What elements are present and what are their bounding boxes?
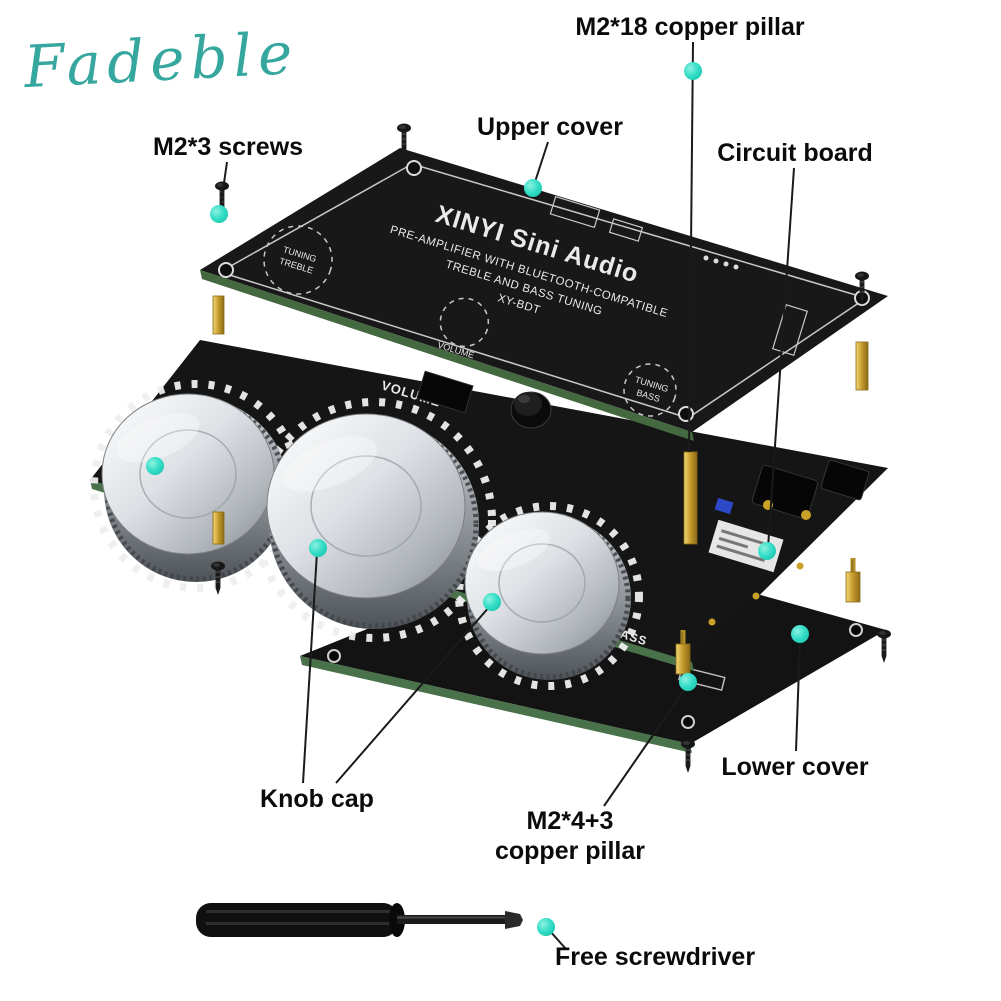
callout-copper-pillar-bottom-line1: M2*4+3 — [526, 807, 614, 835]
callout-dot — [758, 542, 776, 560]
callout-dot — [309, 539, 327, 557]
callout-knob-cap: Knob cap — [260, 785, 374, 813]
callout-circuit-board: Circuit board — [717, 139, 873, 167]
knob-bass — [464, 511, 631, 680]
screwdriver-art — [196, 903, 523, 937]
audio-jack-component — [416, 370, 474, 414]
screw-icon — [877, 629, 891, 663]
callout-copper-pillar-bottom-line2: copper pillar — [494, 837, 646, 865]
copper-pillar-icon — [855, 341, 869, 391]
copper-pillar-icon — [212, 511, 225, 545]
copper-pillar-m2-18-icon — [683, 451, 698, 545]
callout-lower-cover: Lower cover — [721, 753, 869, 781]
callout-upper-cover: Upper cover — [477, 113, 623, 141]
callout-dot — [524, 179, 542, 197]
callout-dot — [679, 673, 697, 691]
copper-pillar-m2-4-3-icon — [845, 557, 861, 603]
callout-dot — [684, 62, 702, 80]
copper-pillar-icon — [212, 295, 225, 335]
callout-dot — [483, 593, 501, 611]
copper-pillars — [212, 295, 869, 675]
screw-icon — [681, 739, 695, 773]
brand-logo: Fadeble — [22, 18, 300, 102]
callout-copper-pillar-top: M2*18 copper pillar — [575, 13, 805, 41]
callout-dots — [146, 62, 809, 936]
callout-dot — [537, 918, 555, 936]
upper-cover-art: XINYI Sini Audio PRE-AMPLIFIER WITH BLUE… — [200, 148, 888, 441]
callout-screws: M2*3 screws — [152, 133, 304, 161]
knob-treble — [101, 393, 288, 582]
capacitor-component — [510, 391, 552, 429]
callout-dot — [210, 205, 228, 223]
callout-copper-pillar-bottom: M2*4+3 copper pillar — [495, 806, 645, 866]
callout-lines — [219, 41, 801, 950]
callout-dot — [146, 457, 164, 475]
callout-dot — [791, 625, 809, 643]
callout-screwdriver: Free screwdriver — [554, 943, 756, 971]
